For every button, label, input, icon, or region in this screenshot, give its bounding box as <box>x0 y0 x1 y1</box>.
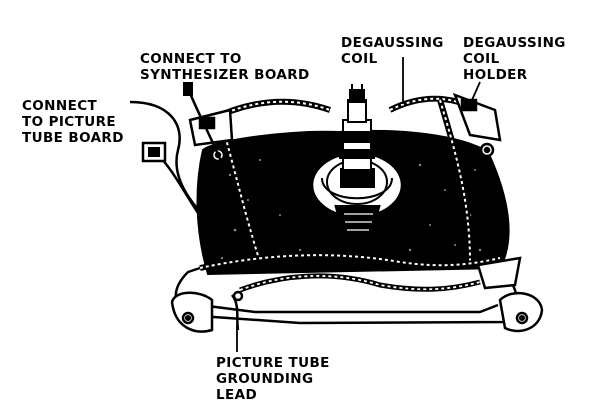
label-line: CONNECT <box>22 98 98 114</box>
funnel-texture <box>220 159 482 260</box>
coil-holder-right <box>452 92 502 158</box>
wire-to-picture-tube-board <box>129 100 263 241</box>
label-connect-to-picture-tube-board: CONNECT TO PICTURE TUBE BOARD <box>22 98 124 146</box>
wire-to-synthesizer-board <box>183 82 242 216</box>
leader-lines <box>236 57 481 352</box>
label-line: DEGAUSSING <box>463 35 566 51</box>
label-picture-tube-grounding-lead: PICTURE TUBE GROUNDING LEAD <box>216 355 330 403</box>
label-line: CONNECT TO <box>140 51 242 67</box>
label-line: LEAD <box>216 387 258 403</box>
label-connect-to-synthesizer-board: CONNECT TO SYNTHESIZER BOARD <box>140 51 310 83</box>
label-line: SYNTHESIZER BOARD <box>140 67 310 83</box>
label-line: COIL <box>463 51 500 67</box>
label-line: TUBE BOARD <box>22 130 124 146</box>
label-line: HOLDER <box>463 67 528 83</box>
mounting-ears <box>170 256 544 333</box>
label-degaussing-coil-holder: DEGAUSSING COIL HOLDER <box>463 35 566 83</box>
label-degaussing-coil: DEGAUSSING COIL <box>341 35 444 67</box>
tube-neck-socket <box>339 84 375 171</box>
label-line: DEGAUSSING <box>341 35 444 51</box>
label-line: PICTURE TUBE <box>216 355 330 371</box>
label-line: GROUNDING <box>216 371 314 387</box>
label-line: COIL <box>341 51 378 67</box>
label-line: TO PICTURE <box>22 114 116 130</box>
